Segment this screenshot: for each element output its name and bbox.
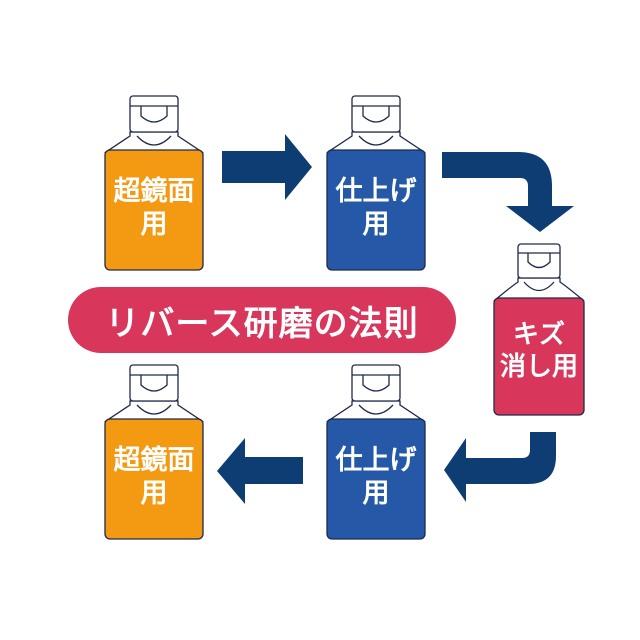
bottle-top-center-shape [325, 95, 427, 271]
bottle-top-left-label: 超鏡面 用 [104, 176, 204, 242]
label-line: 用 [140, 477, 168, 509]
bottle-right-label: キズ 消し用 [493, 320, 585, 383]
arrow-right-down-icon [442, 152, 574, 232]
title-text: リバース研磨の法則 [105, 303, 419, 344]
label-line: 仕上げ [335, 445, 417, 476]
label-line: 消し用 [499, 351, 578, 382]
title-banner: リバース研磨の法則 [68, 287, 456, 353]
arrow-right-icon [222, 134, 312, 200]
bottle-right: キズ 消し用 [493, 242, 585, 417]
arrow-up-left-icon [444, 432, 556, 502]
label-line: 用 [140, 208, 168, 240]
label-line: 用 [362, 208, 390, 240]
label-line: キズ [512, 320, 565, 350]
bottle-bottom-left: 超鏡面 用 [103, 363, 205, 541]
bottle-right-shape [493, 243, 585, 416]
bottle-top-center: 仕上げ 用 [325, 94, 427, 272]
label-line: 仕上げ [335, 176, 417, 207]
bottle-top-left-shape [103, 95, 205, 271]
bottle-bottom-left-shape [103, 364, 205, 540]
label-line: 超鏡面 [113, 445, 195, 476]
bottle-bottom-left-label: 超鏡面 用 [104, 445, 204, 511]
bottle-bottom-center-label: 仕上げ 用 [326, 445, 426, 511]
bottle-bottom-center: 仕上げ 用 [325, 363, 427, 541]
bottle-top-left: 超鏡面 用 [103, 94, 205, 272]
bottle-top-center-label: 仕上げ 用 [326, 176, 426, 242]
label-line: 超鏡面 [113, 176, 195, 207]
bottle-bottom-center-shape [325, 364, 427, 540]
label-line: 用 [362, 477, 390, 509]
arrow-left-icon [217, 438, 303, 504]
